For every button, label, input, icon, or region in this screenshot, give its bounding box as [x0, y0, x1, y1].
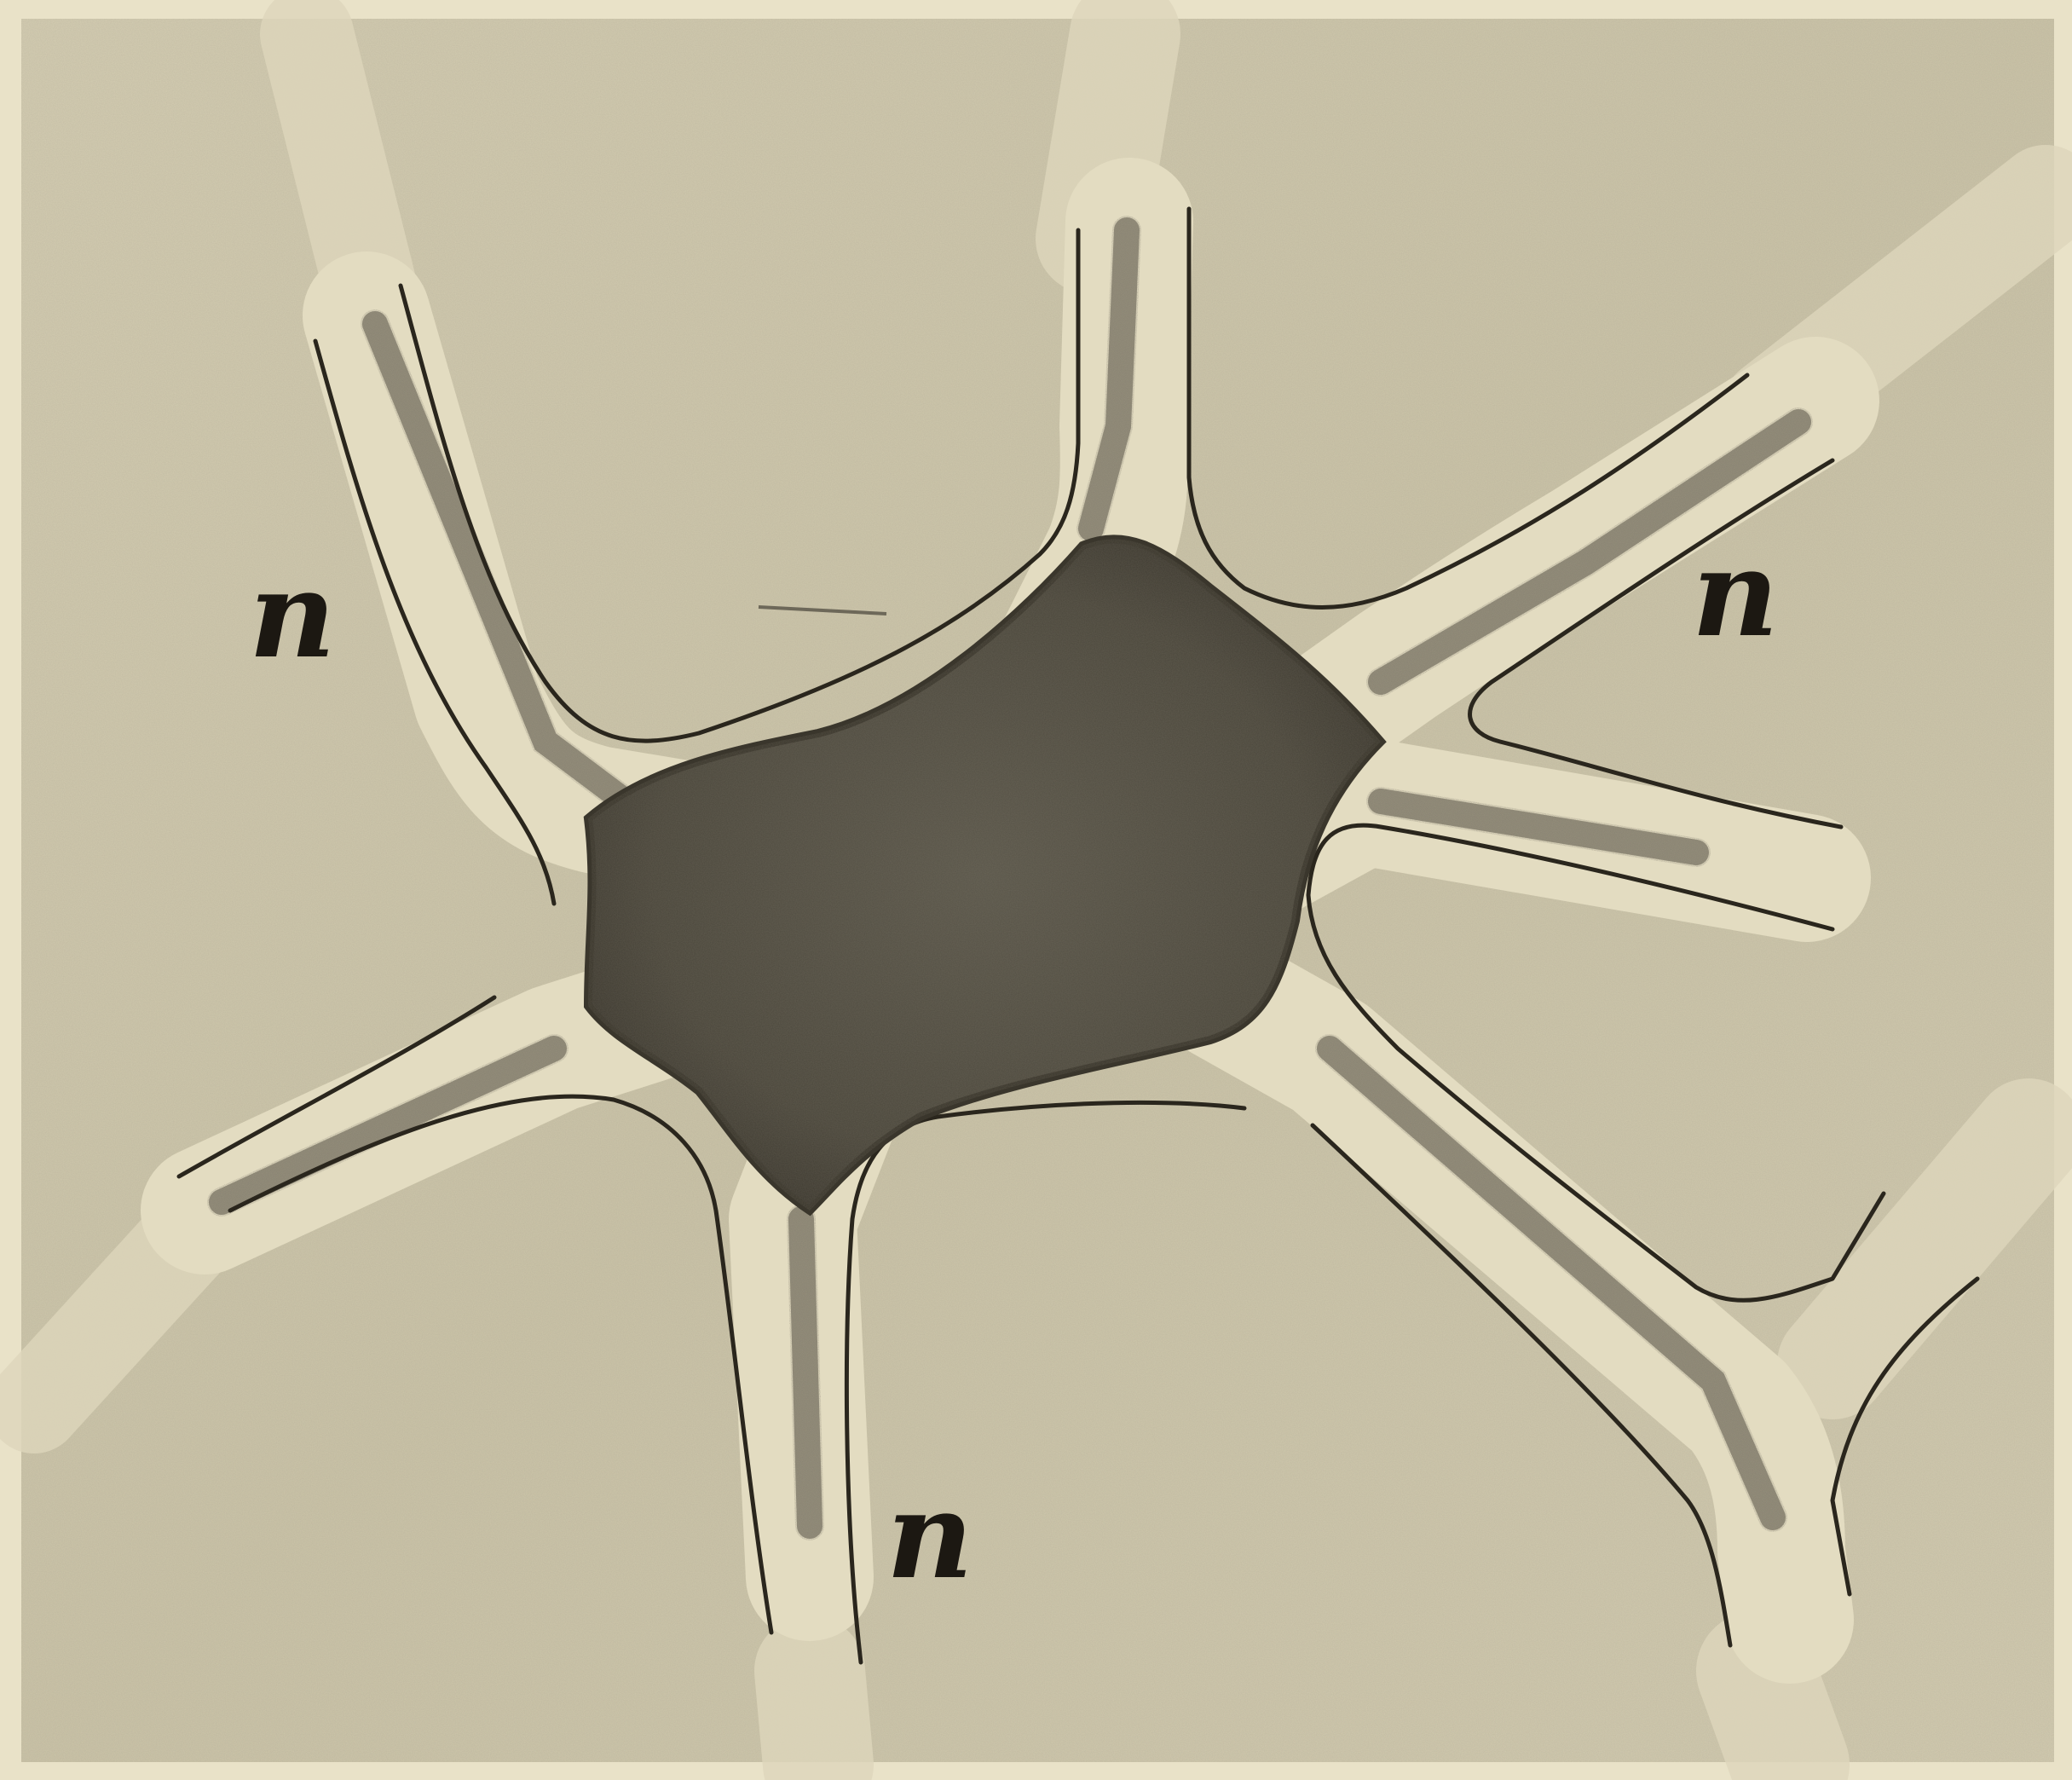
label-n-upper-left: n: [249, 546, 336, 685]
label-n-bottom: n: [886, 1466, 973, 1606]
label-n-upper-right: n: [1692, 524, 1779, 664]
